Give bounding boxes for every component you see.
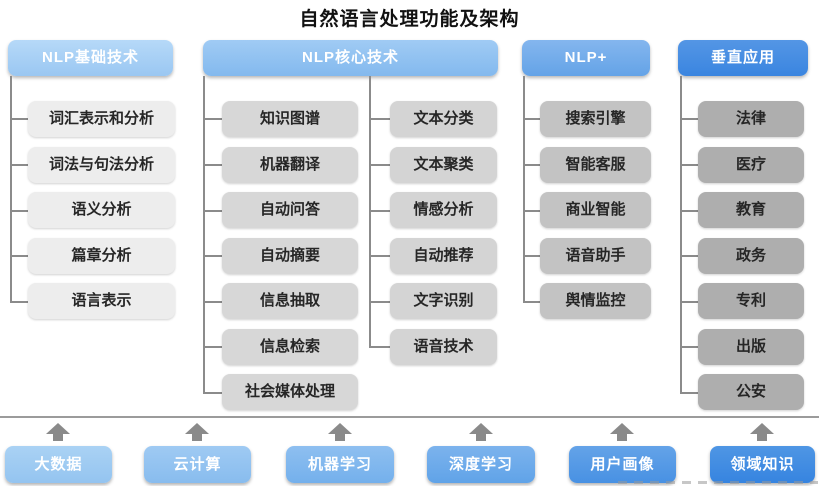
connector-stub bbox=[10, 301, 28, 303]
node-box: 机器翻译 bbox=[222, 147, 358, 183]
connector-stub bbox=[10, 164, 28, 166]
up-arrow-icon bbox=[46, 423, 70, 441]
node-box: 知识图谱 bbox=[222, 101, 358, 137]
node-box: 医疗 bbox=[698, 147, 804, 183]
connector-stub bbox=[369, 118, 390, 120]
connector-line-col1 bbox=[10, 76, 12, 302]
watermark-partial bbox=[618, 479, 818, 486]
connector-stub bbox=[523, 210, 540, 212]
node-box: 出版 bbox=[698, 329, 804, 365]
foundation-box: 深度学习 bbox=[427, 446, 535, 483]
foundation-box: 大数据 bbox=[5, 446, 112, 483]
connector-stub bbox=[523, 118, 540, 120]
connector-stub bbox=[369, 301, 390, 303]
node-box: 商业智能 bbox=[540, 192, 651, 228]
node-box: 文本分类 bbox=[390, 101, 497, 137]
connector-stub bbox=[203, 255, 222, 257]
node-box: 自动问答 bbox=[222, 192, 358, 228]
connector-stub bbox=[680, 392, 698, 394]
connector-stub bbox=[10, 210, 28, 212]
connector-stub bbox=[680, 210, 698, 212]
up-arrow-icon bbox=[185, 423, 209, 441]
node-box: 词法与句法分析 bbox=[28, 147, 175, 183]
node-box: 文字识别 bbox=[390, 283, 497, 319]
node-box: 信息抽取 bbox=[222, 283, 358, 319]
connector-stub bbox=[369, 255, 390, 257]
header-vertical-apps: 垂直应用 bbox=[678, 40, 808, 76]
node-box: 文本聚类 bbox=[390, 147, 497, 183]
node-box: 自动推荐 bbox=[390, 238, 497, 274]
connector-line-col2-left bbox=[203, 76, 205, 393]
header-nlp-core-tech: NLP核心技术 bbox=[203, 40, 498, 76]
header-nlp-plus: NLP+ bbox=[522, 40, 650, 76]
node-box: 自动摘要 bbox=[222, 238, 358, 274]
connector-stub bbox=[203, 164, 222, 166]
connector-stub bbox=[203, 346, 222, 348]
node-box: 专利 bbox=[698, 283, 804, 319]
connector-stub bbox=[369, 210, 390, 212]
connector-stub bbox=[680, 301, 698, 303]
node-box: 语义分析 bbox=[28, 192, 175, 228]
connector-line-col3 bbox=[523, 76, 525, 302]
connector-stub bbox=[523, 255, 540, 257]
foundation-box: 机器学习 bbox=[286, 446, 394, 483]
node-box: 搜索引擎 bbox=[540, 101, 651, 137]
connector-stub bbox=[203, 210, 222, 212]
up-arrow-icon bbox=[328, 423, 352, 441]
connector-stub bbox=[680, 118, 698, 120]
node-box: 教育 bbox=[698, 192, 804, 228]
node-box: 政务 bbox=[698, 238, 804, 274]
separator-line bbox=[0, 416, 819, 418]
node-box: 社会媒体处理 bbox=[222, 374, 358, 410]
connector-stub bbox=[10, 118, 28, 120]
connector-stub bbox=[523, 164, 540, 166]
node-box: 法律 bbox=[698, 101, 804, 137]
connector-stub bbox=[680, 255, 698, 257]
node-box: 智能客服 bbox=[540, 147, 651, 183]
connector-stub bbox=[369, 164, 390, 166]
foundation-box: 用户画像 bbox=[569, 446, 676, 483]
foundation-box: 云计算 bbox=[144, 446, 251, 483]
node-box: 语音助手 bbox=[540, 238, 651, 274]
node-box: 语音技术 bbox=[390, 329, 497, 365]
connector-stub bbox=[680, 346, 698, 348]
node-box: 信息检索 bbox=[222, 329, 358, 365]
diagram-title: 自然语言处理功能及架构 bbox=[299, 9, 520, 30]
connector-stub bbox=[203, 301, 222, 303]
node-box: 舆情监控 bbox=[540, 283, 651, 319]
node-box: 篇章分析 bbox=[28, 238, 175, 274]
node-box: 公安 bbox=[698, 374, 804, 410]
up-arrow-icon bbox=[610, 423, 634, 441]
connector-stub bbox=[369, 346, 390, 348]
up-arrow-icon bbox=[469, 423, 493, 441]
connector-stub bbox=[10, 255, 28, 257]
node-box: 语言表示 bbox=[28, 283, 175, 319]
connector-stub bbox=[523, 301, 540, 303]
node-box: 情感分析 bbox=[390, 192, 497, 228]
connector-stub bbox=[203, 392, 222, 394]
node-box: 词汇表示和分析 bbox=[28, 101, 175, 137]
connector-line-col4 bbox=[680, 76, 682, 393]
header-nlp-basic-tech: NLP基础技术 bbox=[8, 40, 173, 76]
connector-stub bbox=[680, 164, 698, 166]
up-arrow-icon bbox=[750, 423, 774, 441]
connector-stub bbox=[203, 118, 222, 120]
foundation-box: 领域知识 bbox=[710, 446, 815, 483]
